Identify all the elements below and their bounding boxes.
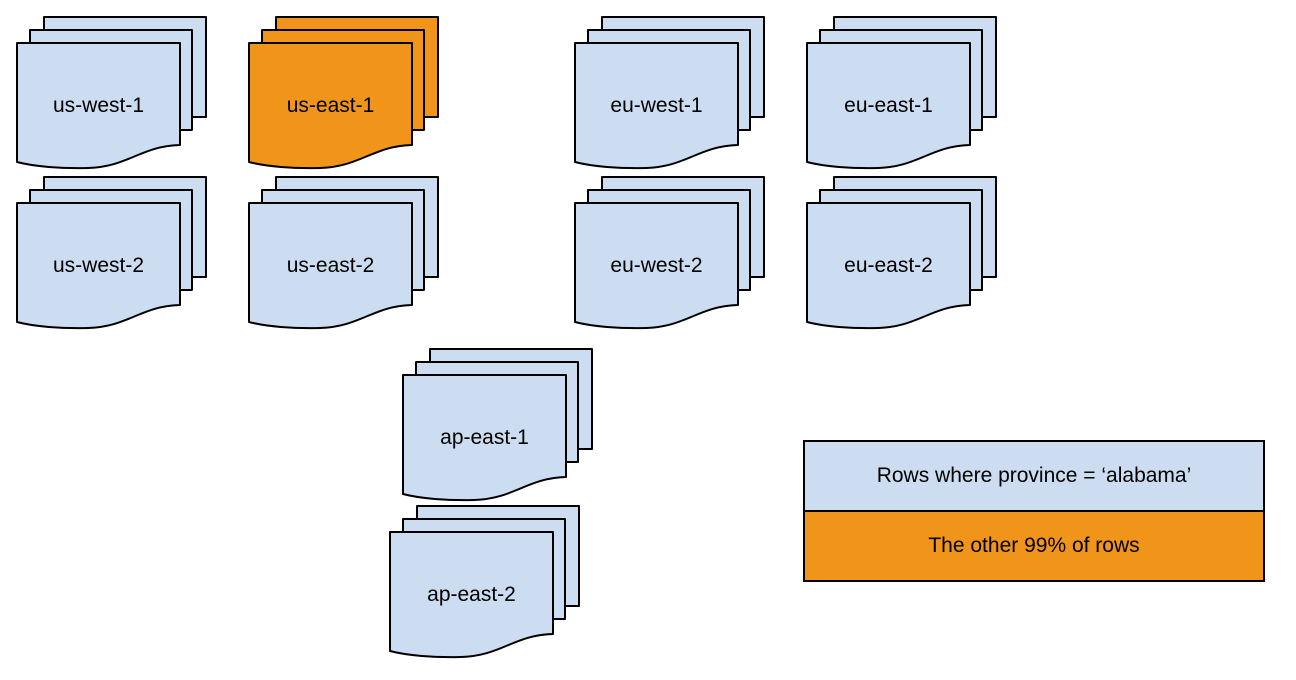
stacked-documents-shape — [574, 176, 765, 330]
stacked-documents-shape — [16, 176, 207, 330]
region-label: us-east-2 — [286, 253, 375, 277]
region-label: eu-west-2 — [610, 253, 703, 277]
document-page-front — [574, 42, 739, 170]
stacked-documents-shape — [806, 16, 997, 170]
doc-stack-ap-east-1: ap-east-1 — [402, 348, 594, 503]
document-page-front — [574, 202, 739, 330]
stacked-documents-shape — [248, 16, 439, 170]
stacked-documents-shape — [389, 505, 580, 659]
stacked-documents-shape — [574, 16, 765, 170]
doc-stack-eu-east-1: eu-east-1 — [806, 16, 998, 171]
document-page-front — [806, 42, 971, 170]
region-label: us-west-1 — [52, 93, 145, 117]
legend: Rows where province = ‘alabama’ The othe… — [803, 440, 1265, 582]
region-label: us-west-2 — [52, 253, 145, 277]
legend-row-label: The other 99% of rows — [928, 534, 1140, 557]
region-label: eu-west-1 — [610, 93, 703, 117]
doc-stack-eu-west-1: eu-west-1 — [574, 16, 766, 171]
document-page-front — [16, 42, 181, 170]
doc-stack-us-west-1: us-west-1 — [16, 16, 208, 171]
stacked-documents-shape — [806, 176, 997, 330]
legend-row-other-rows: The other 99% of rows — [805, 510, 1263, 580]
region-label: eu-east-1 — [844, 93, 933, 117]
doc-stack-us-east-2: us-east-2 — [248, 176, 440, 331]
document-page-front — [402, 374, 567, 502]
document-page-front — [248, 202, 413, 330]
document-page-front — [389, 531, 554, 659]
stacked-documents-shape — [402, 348, 593, 502]
region-label: eu-east-2 — [844, 253, 933, 277]
stacked-documents-shape — [248, 176, 439, 330]
legend-row-label: Rows where province = ‘alabama’ — [876, 464, 1192, 487]
region-label: ap-east-1 — [440, 425, 529, 449]
doc-stack-us-east-1: us-east-1 — [248, 16, 440, 171]
doc-stack-ap-east-2: ap-east-2 — [389, 505, 581, 660]
region-label: ap-east-2 — [427, 582, 516, 606]
document-page-front — [16, 202, 181, 330]
document-page-front — [806, 202, 971, 330]
doc-stack-eu-east-2: eu-east-2 — [806, 176, 998, 331]
region-label: us-east-1 — [286, 93, 375, 117]
legend-row-alabama: Rows where province = ‘alabama’ — [805, 442, 1263, 510]
document-page-front — [248, 42, 413, 170]
doc-stack-eu-west-2: eu-west-2 — [574, 176, 766, 331]
doc-stack-us-west-2: us-west-2 — [16, 176, 208, 331]
stacked-documents-shape — [16, 16, 207, 170]
